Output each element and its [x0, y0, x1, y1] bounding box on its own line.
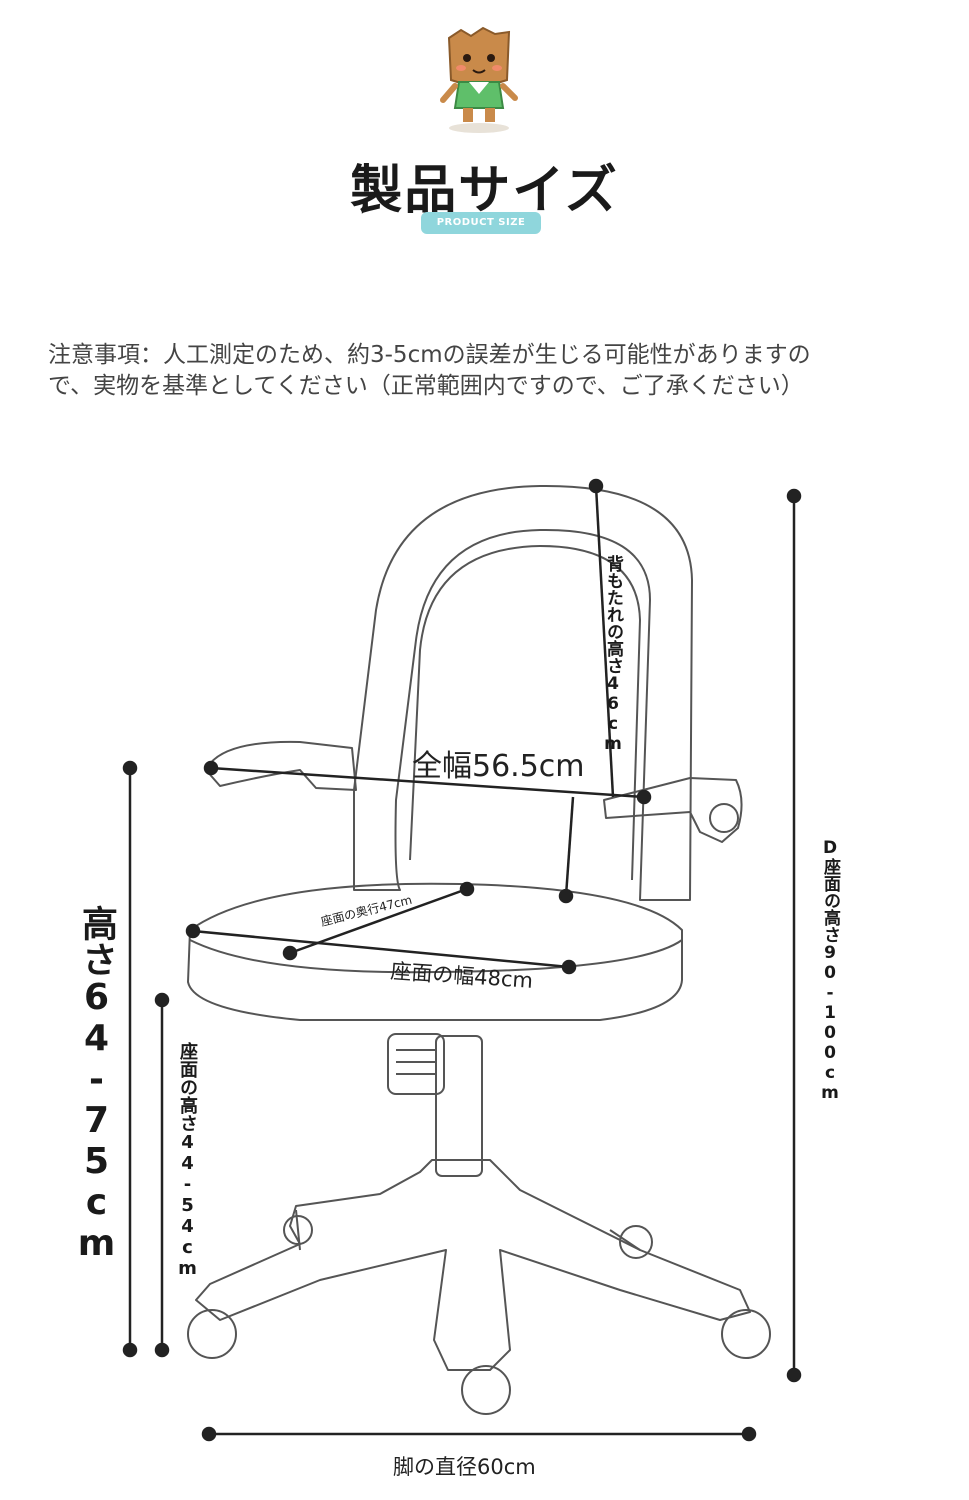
dimension-dot [588, 478, 604, 494]
dimension-dot [201, 1426, 217, 1442]
seat-depth-label: 座面の奥行47cm [319, 892, 413, 929]
dimension-dot [282, 945, 298, 961]
left-armrest [205, 740, 357, 791]
caster [721, 1309, 771, 1359]
dimension-dot [185, 923, 201, 939]
dimension-dot [741, 1426, 757, 1442]
dimension-lines [122, 478, 802, 1442]
total-height-label: D座面の高さ90-100cm [820, 838, 840, 1103]
dimension-dot [154, 1342, 170, 1358]
dimension-dot [122, 1342, 138, 1358]
backrest-height-label: 背もたれの高さ46cm [603, 555, 623, 754]
caster [619, 1225, 653, 1259]
dimension-dot [561, 959, 577, 975]
dimension-dot [558, 888, 574, 904]
star-base [195, 1159, 751, 1371]
backrest-outline [353, 484, 693, 901]
dimension-dot [636, 789, 652, 805]
notice-text: 注意事項：人工測定のため、約3-5cmの誤差が生じる可能性がありますの で、実物… [48, 340, 938, 402]
total-width-label: 全幅56.5cm [412, 749, 585, 784]
dimension-dot [122, 760, 138, 776]
base-diameter-label: 脚の直径60cm [393, 1455, 536, 1479]
seat-edge [189, 939, 683, 974]
seat-height-label: 座面の高さ44-54cm [177, 1042, 198, 1279]
seat-width-label: 座面の幅48cm [390, 959, 534, 993]
dimension-dot [459, 881, 475, 897]
caster [461, 1365, 511, 1415]
dimension-dot [786, 488, 802, 504]
notice-line-2: で、実物を基準としてください（正常範囲内ですので、ご了承ください） [48, 373, 804, 399]
mascot-icon [440, 26, 518, 133]
seat-top [187, 882, 683, 1021]
right-armrest [603, 777, 743, 843]
chair-illustration [187, 484, 771, 1415]
dimension-dot [203, 760, 219, 776]
backrest-inner [409, 545, 641, 881]
gas-lift [435, 1035, 483, 1177]
product-size-badge: PRODUCT SIZE [421, 212, 541, 234]
armrest-height-label: 高さ64-75cm [76, 905, 117, 1264]
page-title: 製品サイズ [350, 161, 619, 221]
dimension-dot [786, 1367, 802, 1383]
dimension-dot [154, 992, 170, 1008]
height-knob [387, 1033, 445, 1095]
caster [283, 1215, 313, 1245]
notice-line-1: 注意事項：人工測定のため、約3-5cmの誤差が生じる可能性がありますの [48, 342, 811, 368]
caster [187, 1309, 237, 1359]
